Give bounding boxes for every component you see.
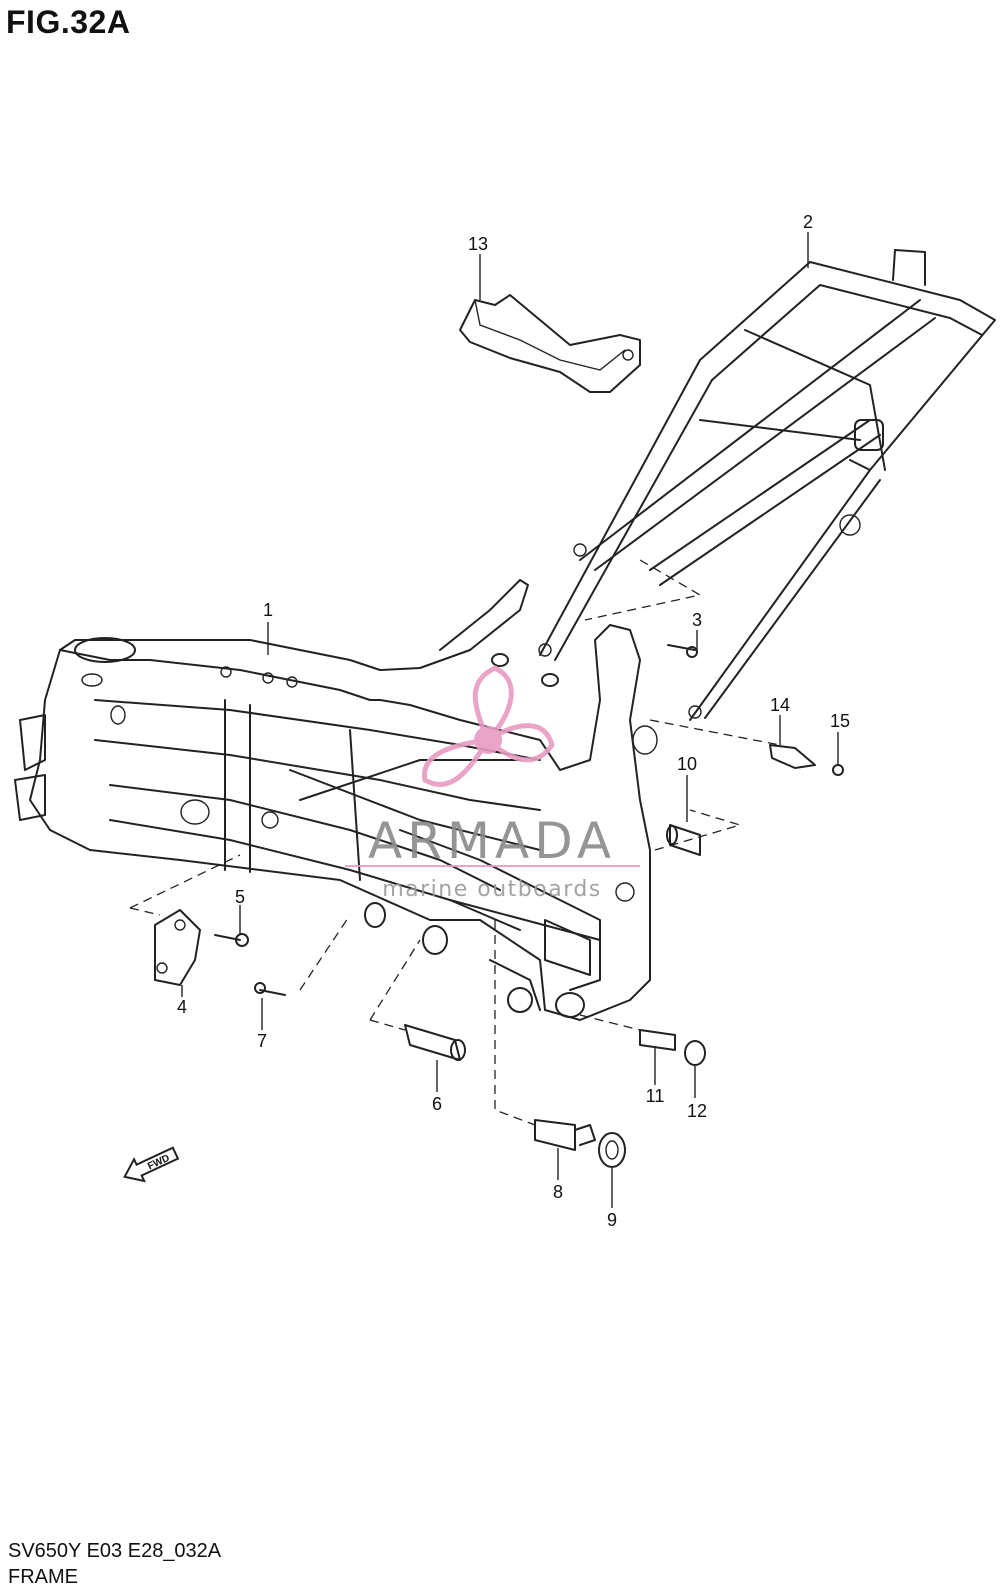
armada-watermark: ARMADA marine outboards <box>345 665 640 902</box>
callout-1: 1 <box>263 600 273 620</box>
alignment-lines <box>129 559 781 1126</box>
callout-2: 2 <box>803 212 813 232</box>
watermark-brand: ARMADA <box>368 812 616 870</box>
leader-lines <box>181 232 839 1208</box>
callout-9: 9 <box>607 1210 617 1230</box>
callout-14: 14 <box>770 695 790 715</box>
main-frame-drawing <box>14 579 658 1021</box>
model-code: SV650Y E03 E28_032A <box>8 1540 222 1562</box>
callout-labels: 1 2 3 4 5 6 7 8 9 10 11 12 13 14 15 <box>177 212 850 1230</box>
callout-4: 4 <box>177 997 187 1017</box>
callout-11: 11 <box>646 1086 665 1106</box>
callout-15: 15 <box>830 711 850 731</box>
watermark-tagline: marine outboards <box>382 877 602 902</box>
figure-footer: SV650Y E03 E28_032A FRAME <box>8 1538 221 1590</box>
callout-12: 12 <box>687 1101 707 1121</box>
callout-5: 5 <box>235 887 245 907</box>
callout-10: 10 <box>677 754 697 774</box>
propeller-logo-icon <box>422 665 555 787</box>
callout-13: 13 <box>468 234 488 254</box>
callout-8: 8 <box>553 1182 563 1202</box>
plate-4-shape <box>154 909 201 986</box>
small-parts-drawing <box>154 644 844 1168</box>
callout-3: 3 <box>692 610 702 630</box>
figure-title: FIG.32A <box>6 4 131 40</box>
callout-6: 6 <box>432 1094 442 1114</box>
bracket-13-drawing <box>459 294 641 393</box>
seat-rail-drawing <box>538 249 996 721</box>
fwd-label: FWD <box>146 1153 171 1173</box>
section-name: FRAME <box>8 1566 78 1588</box>
callout-7: 7 <box>257 1031 267 1051</box>
forward-direction-arrow: FWD <box>123 1146 180 1183</box>
